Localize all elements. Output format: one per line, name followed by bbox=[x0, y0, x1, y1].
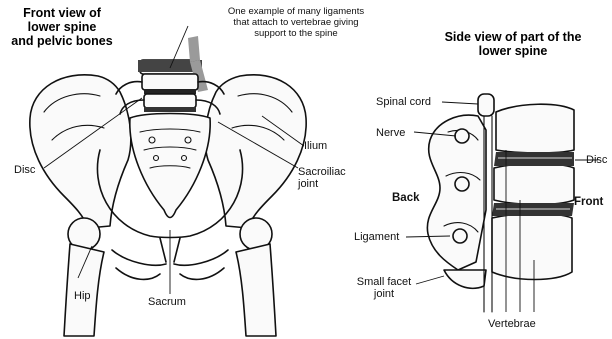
disc-band bbox=[144, 107, 196, 112]
vertebral-body-bottom bbox=[492, 214, 572, 280]
front-label: Front bbox=[574, 196, 603, 208]
small-facet-line-1: Small facet bbox=[352, 276, 416, 288]
sacroiliac-line-1: Sacroiliac bbox=[298, 166, 346, 178]
side-view-drawing bbox=[427, 94, 574, 312]
sacrum-label: Sacrum bbox=[148, 296, 186, 308]
sacroiliac-line-2: joint bbox=[298, 178, 346, 190]
front-title-line-1: Front view of bbox=[6, 6, 118, 20]
lumbar-vertebra-1 bbox=[142, 74, 198, 90]
ligament-note-line-3: support to the spine bbox=[196, 28, 396, 39]
side-disc-label: Disc bbox=[586, 154, 607, 166]
left-ilium bbox=[30, 75, 131, 228]
side-title-line-2: lower spine bbox=[418, 44, 608, 58]
nerve-root-3 bbox=[453, 229, 467, 243]
sacroiliac-joint-label: Sacroiliac joint bbox=[298, 166, 346, 190]
front-view-title: Front view of lower spine and pelvic bon… bbox=[6, 6, 118, 48]
right-ilium bbox=[205, 75, 306, 228]
left-femur bbox=[64, 218, 104, 336]
right-femur bbox=[236, 218, 276, 336]
nerve-label: Nerve bbox=[376, 127, 405, 139]
ligament-note-line-2: that attach to vertebrae giving bbox=[196, 17, 396, 28]
vertebrae-label: Vertebrae bbox=[488, 318, 536, 330]
front-title-line-2: lower spine bbox=[6, 20, 118, 34]
small-facet-joint-label: Small facet joint bbox=[352, 276, 416, 300]
ligament-strap bbox=[188, 36, 200, 62]
back-label: Back bbox=[392, 192, 420, 204]
spinal-cord-label: Spinal cord bbox=[376, 96, 431, 108]
small-facet-joint bbox=[444, 270, 486, 288]
side-title-line-1: Side view of part of the bbox=[418, 30, 608, 44]
nerve-root-2 bbox=[455, 177, 469, 191]
side-view-title: Side view of part of the lower spine bbox=[418, 30, 608, 58]
small-facet-line-2: joint bbox=[352, 288, 416, 300]
hip-label: Hip bbox=[74, 290, 91, 302]
spinal-cord bbox=[478, 94, 494, 116]
nerve-root-1 bbox=[455, 129, 469, 143]
ligament-note-line-1: One example of many ligaments bbox=[196, 6, 396, 17]
ilium-label: Ilium bbox=[304, 140, 327, 152]
front-title-line-3: and pelvic bones bbox=[6, 34, 118, 48]
ligament-note: One example of many ligaments that attac… bbox=[196, 6, 396, 39]
ligament-label: Ligament bbox=[354, 231, 399, 243]
vertebral-body-top bbox=[496, 104, 574, 153]
front-disc-label: Disc bbox=[14, 164, 35, 176]
front-view-drawing bbox=[30, 36, 306, 336]
lumbar-vertebra-2 bbox=[144, 94, 196, 108]
